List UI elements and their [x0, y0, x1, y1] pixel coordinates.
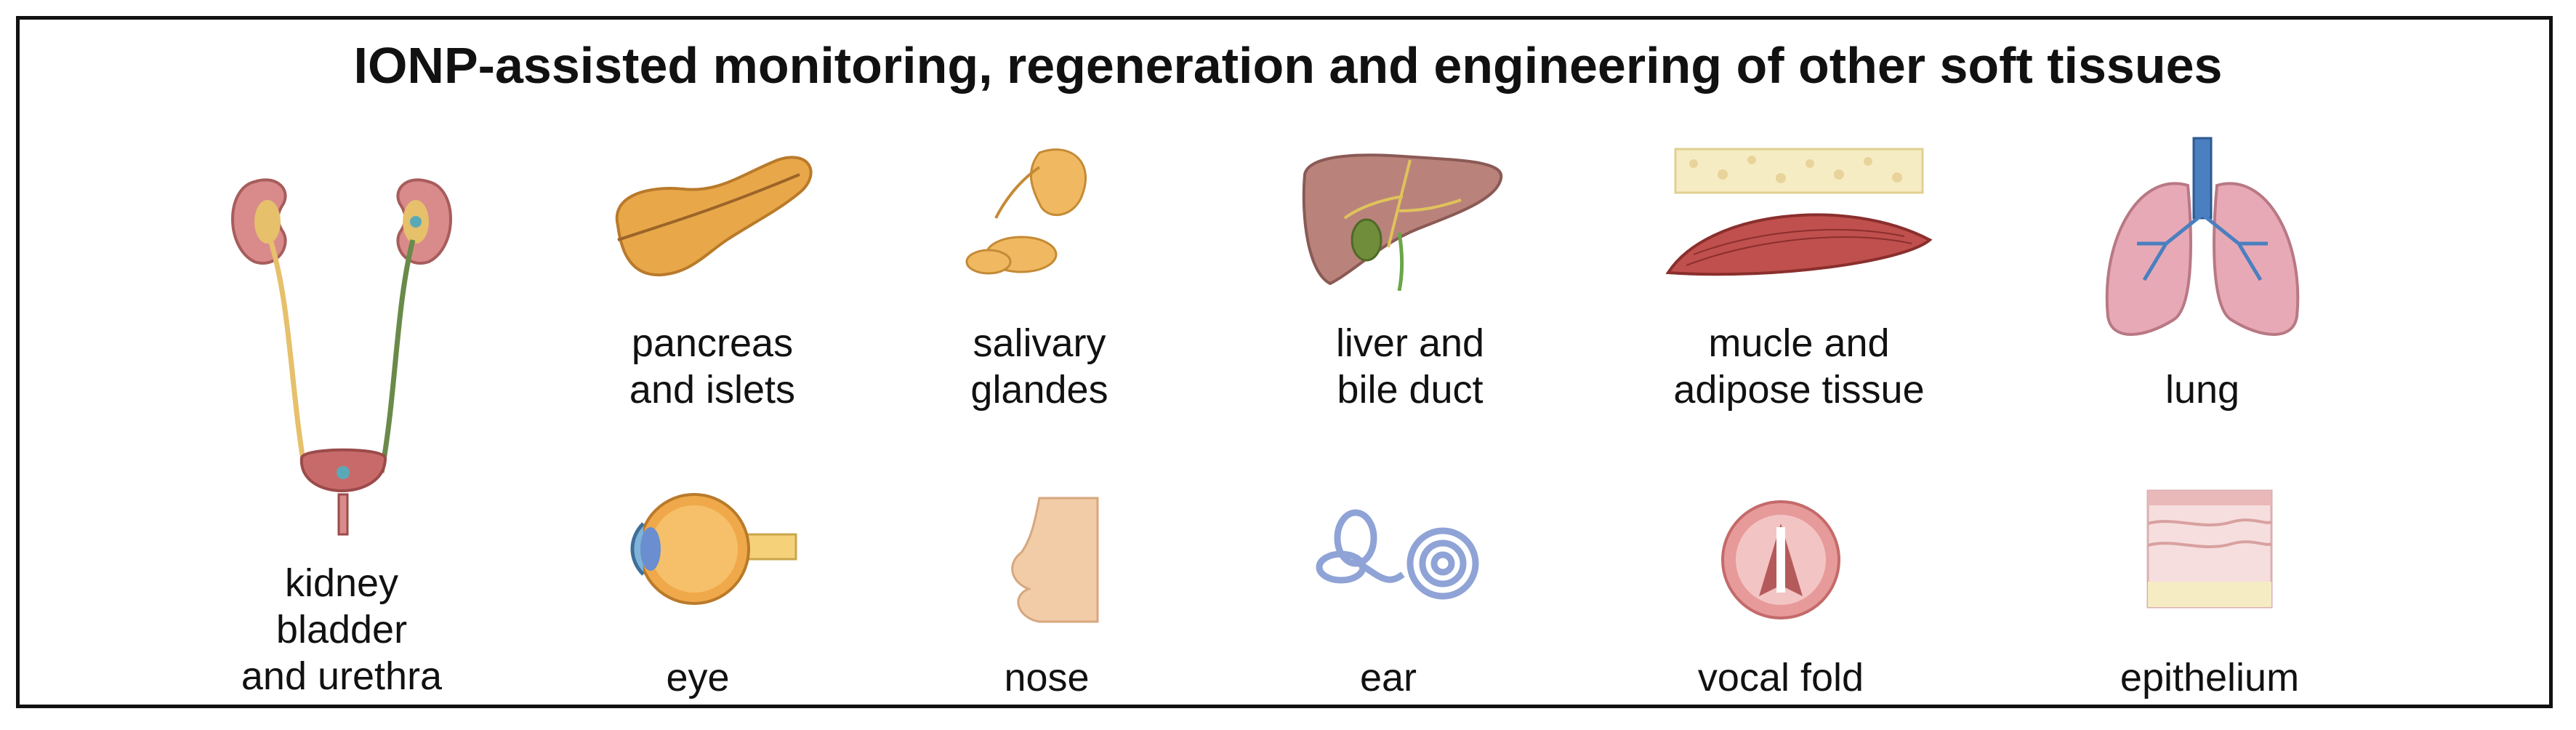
figure-frame — [16, 16, 2553, 708]
vocal-fold-icon — [1715, 494, 1846, 625]
pancreas-icon — [603, 145, 821, 291]
eye-icon — [625, 484, 800, 614]
muscle-adipose-icon — [1665, 145, 1933, 284]
label-kidney-bladder-urethra: kidney bladder and urethra — [241, 561, 443, 698]
label-vocal-fold: vocal fold — [1697, 656, 1864, 699]
label-liver: liver and bile duct — [1335, 321, 1485, 412]
epithelium-icon — [2144, 487, 2275, 611]
liver-icon — [1294, 145, 1512, 291]
label-muscle: mucle and adipose tissue — [1673, 321, 1925, 412]
label-epithelium: epithelium — [2120, 656, 2300, 699]
lung-icon — [2093, 135, 2311, 345]
kidney-urinary-tract-icon — [225, 160, 458, 538]
label-nose: nose — [1004, 656, 1090, 699]
label-ear: ear — [1359, 656, 1417, 699]
inner-ear-icon — [1316, 505, 1483, 614]
label-salivary: salivary glandes — [970, 321, 1108, 412]
figure-title: IONP-assisted monitoring, regeneration a… — [353, 37, 2223, 94]
nose-icon — [989, 494, 1105, 625]
label-lung: lung — [2165, 368, 2240, 412]
salivary-gland-icon — [959, 138, 1105, 284]
label-pancreas: pancreas and islets — [629, 321, 796, 412]
label-eye: eye — [666, 656, 730, 699]
